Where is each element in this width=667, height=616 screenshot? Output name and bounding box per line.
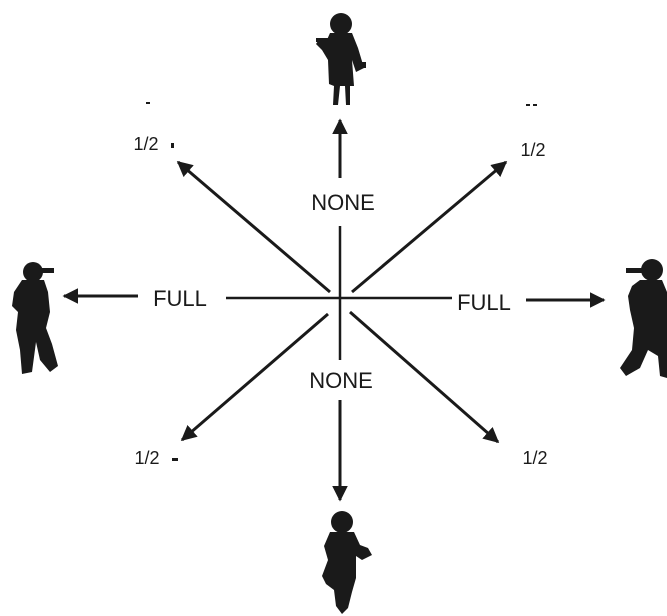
arrow-northeast bbox=[351, 160, 508, 294]
arrow-southeast bbox=[349, 310, 500, 444]
soldier-silhouette-top-icon bbox=[316, 13, 366, 105]
label-east: FULL bbox=[457, 290, 511, 315]
label-southeast: 1/2 bbox=[522, 448, 547, 468]
arrow-northwest bbox=[176, 160, 331, 294]
scan-mark bbox=[146, 102, 150, 104]
scan-marks bbox=[146, 102, 537, 461]
scan-mark bbox=[533, 104, 537, 106]
label-northeast: 1/2 bbox=[520, 140, 545, 160]
label-north: NONE bbox=[311, 190, 375, 215]
center-cross bbox=[226, 226, 452, 360]
arrow-southwest bbox=[180, 312, 329, 442]
scan-mark bbox=[526, 104, 530, 106]
label-southwest: 1/2 bbox=[134, 448, 159, 468]
direction-arrows bbox=[62, 118, 606, 502]
label-northwest: 1/2 bbox=[133, 134, 158, 154]
soldier-silhouette-left-icon bbox=[12, 262, 58, 374]
label-south: NONE bbox=[309, 368, 373, 393]
scan-mark bbox=[171, 143, 174, 148]
soldier-silhouette-bottom-icon bbox=[322, 511, 372, 614]
scan-mark bbox=[172, 458, 178, 461]
soldier-silhouette-right-icon bbox=[620, 259, 667, 378]
label-west: FULL bbox=[153, 286, 207, 311]
